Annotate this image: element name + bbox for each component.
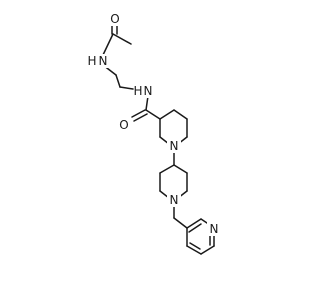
amide-oxygen-label: O [119,118,128,132]
bond-pyr-c2-c3-inner [188,223,202,233]
piperidine-2-nitrogen: N [167,193,181,207]
bond-ch2-pyr-c3 [173,217,188,229]
pyridine-nitrogen-label: N [210,222,219,236]
piperidine-1-nitrogen-label: N [170,139,179,153]
bond-ch2b-n [119,86,134,90]
pyridine-nitrogen: N [207,222,221,236]
acetyl-oxygen-label: O [110,12,119,26]
bond-n-amide-c [145,95,149,111]
acetyl-nitrogen: N H [87,54,110,68]
amide-nitrogen-label: N [144,84,153,98]
bond-pip2-c4-c3 [159,164,175,174]
bond-ch2a-ch2b [115,74,121,88]
atom-labels: O N H N H O N N N [87,12,221,236]
amide-oxygen: O [117,118,131,132]
bonds [102,23,215,255]
bond-pyr-c5-c4-inner [189,242,201,250]
amide-nitrogen: N H [133,84,156,98]
piperidine-1-nitrogen: N [167,139,181,153]
acetyl-nitrogen-hydrogen: H [87,54,96,68]
bond-methyl-carbonyl [112,33,132,45]
acetyl-nitrogen-label: N [99,54,108,68]
bond-amide-co-2 [133,113,148,122]
molecule-structure: O N H N H O N N N [87,12,221,255]
bond-amide-co-1 [131,109,146,118]
molecule-canvas: O N H N H O N N N [87,12,221,255]
bond-amide-c-ring [145,109,161,120]
bond-carbonyl-n [102,33,114,56]
bond-pip1-c5-c4 [173,109,188,120]
bond-pip2-c5-c4 [173,164,188,174]
piperidine-2-nitrogen-label: N [170,193,179,207]
acetyl-oxygen: O [108,12,122,26]
bond-pyr-c5-c4 [186,245,202,255]
bond-pip1-c4-c3 [159,109,175,120]
amide-nitrogen-hydrogen: H [133,84,142,98]
bond-pyr-c3-c2 [186,218,202,229]
bond-pyr-c6-c5 [200,245,215,255]
